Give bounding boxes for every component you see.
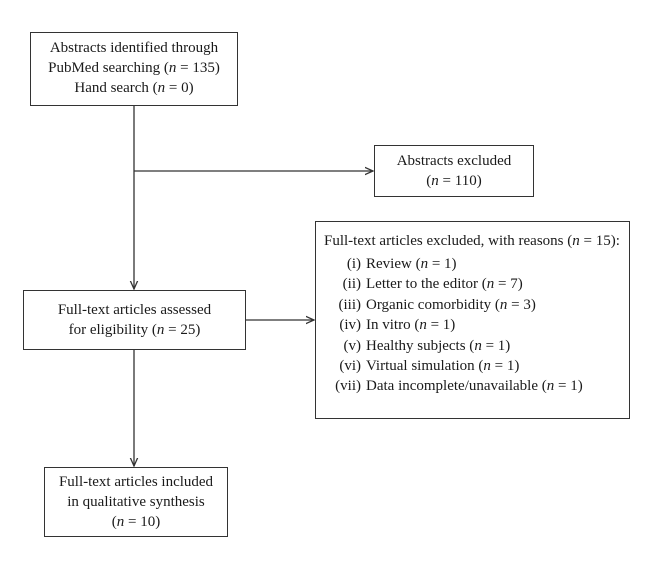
n-symbol: n — [157, 80, 166, 96]
reason-number: (iii) — [338, 296, 362, 313]
box-fulltext-included: Full-text articles included in qualitati… — [44, 467, 228, 537]
reason-item: (iv) In vitro (n = 1) — [324, 315, 629, 335]
n-symbol: n — [116, 514, 125, 530]
reason-item: (vi) Virtual simulation (n = 1) — [324, 356, 629, 376]
reason-count: = 1) — [426, 317, 456, 334]
reason-text: Letter to the editor ( — [366, 276, 487, 293]
n-symbol: n — [419, 317, 427, 334]
n-symbol: n — [474, 337, 482, 354]
reason-count: = 3) — [507, 296, 536, 313]
count: = 0) — [165, 80, 194, 96]
box-abstracts-excluded: Abstracts excluded (n = 110) — [374, 145, 534, 197]
text: ( — [111, 514, 117, 530]
count: = 135) — [176, 60, 220, 76]
text: PubMed searching ( — [48, 60, 169, 76]
text: for eligibility ( — [68, 322, 157, 338]
count: = 15): — [579, 233, 620, 249]
reason-item: (iii)Organic comorbidity (n = 3) — [324, 295, 629, 315]
reason-text: Healthy subjects ( — [366, 337, 475, 354]
n-symbol: n — [168, 60, 177, 76]
count: = 25) — [164, 322, 201, 338]
identified-line-2: PubMed searching (n = 135) — [31, 58, 237, 78]
reason-count: = 1) — [481, 337, 511, 354]
text: Hand search ( — [74, 80, 158, 96]
reason-item: (vii) Data incomplete/unavailable (n = 1) — [324, 376, 629, 396]
excluded-line-1: Abstracts excluded — [396, 153, 512, 169]
text: Full-text articles excluded, with reason… — [324, 233, 573, 249]
reason-count: = 7) — [494, 276, 523, 293]
reasons-heading: Full-text articles excluded, with reason… — [324, 231, 629, 251]
included-line-1: Full-text articles included — [58, 474, 214, 490]
reason-text: Virtual simulation ( — [366, 357, 484, 374]
reason-item: (v)Healthy subjects (n = 1) — [324, 336, 629, 356]
n-symbol: n — [499, 296, 508, 313]
assessed-line-1: Full-text articles assessed — [57, 302, 212, 318]
reason-text: Review ( — [366, 256, 421, 272]
n-symbol: n — [546, 378, 555, 395]
reasons-list: (i)Review (n = 1) (ii)Letter to the edit… — [324, 254, 629, 397]
box-fulltext-assessed: Full-text articles assessed for eligibil… — [23, 290, 246, 350]
reason-number: (vii) — [335, 378, 361, 395]
n-symbol: n — [420, 256, 429, 272]
text: ( — [426, 173, 432, 189]
excluded-line-2: (n = 110) — [375, 171, 533, 191]
reason-number: (i) — [346, 256, 361, 272]
n-symbol: n — [486, 276, 495, 293]
identified-line-3: Hand search (n = 0) — [31, 78, 237, 98]
reason-number: (v) — [343, 337, 362, 354]
reason-item: (i) Review (n = 1) — [324, 254, 629, 274]
n-symbol: n — [156, 322, 165, 338]
box-fulltext-excluded-reasons: Full-text articles excluded, with reason… — [315, 221, 630, 419]
count: = 10) — [124, 514, 161, 530]
reason-count: = 1) — [490, 357, 520, 374]
reason-number: (iv) — [339, 317, 361, 334]
reason-text: Data incomplete/unavailable ( — [366, 378, 547, 395]
reason-text: In vitro ( — [366, 317, 420, 334]
box-abstracts-identified: Abstracts identified through PubMed sear… — [30, 32, 238, 106]
reason-number: (ii) — [342, 276, 361, 293]
reason-text: Organic comorbidity ( — [366, 296, 500, 313]
identified-line-1: Abstracts identified through — [49, 40, 219, 56]
reason-item: (ii) Letter to the editor (n = 7) — [324, 274, 629, 294]
reason-count: = 1) — [428, 256, 457, 272]
included-line-3: (n = 10) — [45, 512, 227, 532]
n-symbol: n — [483, 357, 491, 374]
reason-count: = 1) — [554, 378, 583, 395]
assessed-line-2: for eligibility (n = 25) — [24, 320, 245, 340]
count: = 110) — [438, 173, 482, 189]
n-symbol: n — [572, 233, 580, 249]
n-symbol: n — [431, 173, 439, 189]
reason-number: (vi) — [339, 357, 361, 374]
included-line-2: in qualitative synthesis — [67, 494, 205, 510]
